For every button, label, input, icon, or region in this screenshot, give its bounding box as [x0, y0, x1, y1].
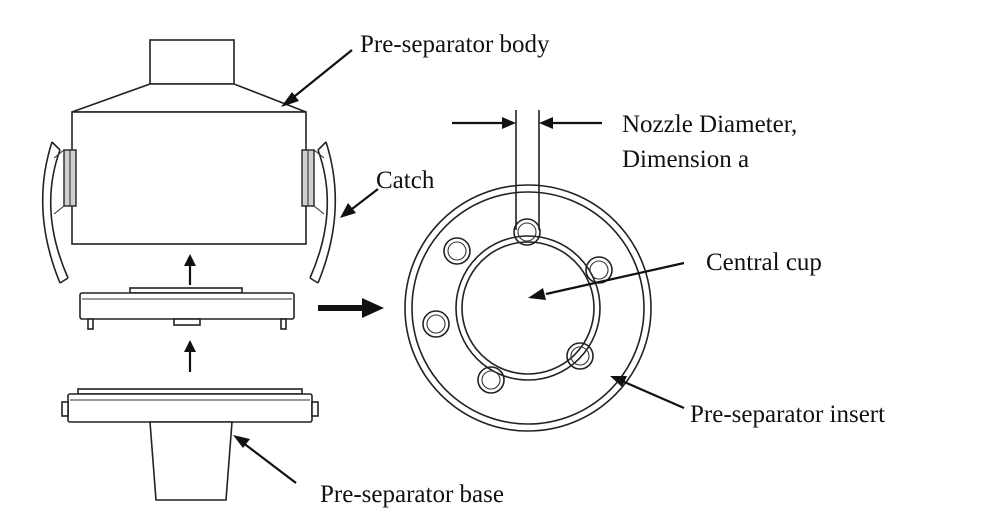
nozzle [566, 342, 594, 370]
view-arrow [318, 298, 384, 318]
leader-catch [340, 188, 379, 218]
nozzle [477, 366, 505, 394]
pre-separator-insert-top [404, 184, 652, 432]
label-dimension-a: Dimension a [622, 146, 749, 173]
label-pre-separator-body: Pre-separator body [360, 31, 550, 58]
left-catch [41, 141, 77, 284]
nozzles [422, 218, 613, 394]
assembly-arrow-lower [184, 340, 196, 372]
label-catch: Catch [376, 167, 435, 194]
label-pre-separator-base: Pre-separator base [320, 481, 504, 508]
nozzle-dimension [452, 110, 602, 230]
pre-separator-body [41, 39, 337, 284]
nozzle [513, 218, 541, 246]
pre-separator-base [61, 388, 319, 501]
right-catch [301, 141, 337, 284]
label-pre-separator-insert: Pre-separator insert [690, 401, 885, 428]
leader-base [233, 435, 297, 484]
leader-central-cup [528, 261, 685, 300]
leader-insert [610, 376, 685, 410]
assembly-arrow-upper [184, 254, 196, 285]
nozzle [422, 310, 450, 338]
nozzle [443, 237, 471, 265]
label-central-cup: Central cup [706, 249, 822, 276]
pre-separator-insert-side [79, 287, 295, 330]
label-nozzle-diameter: Nozzle Diameter, [622, 111, 797, 138]
central-cup [455, 235, 601, 381]
leader-body [281, 49, 353, 107]
